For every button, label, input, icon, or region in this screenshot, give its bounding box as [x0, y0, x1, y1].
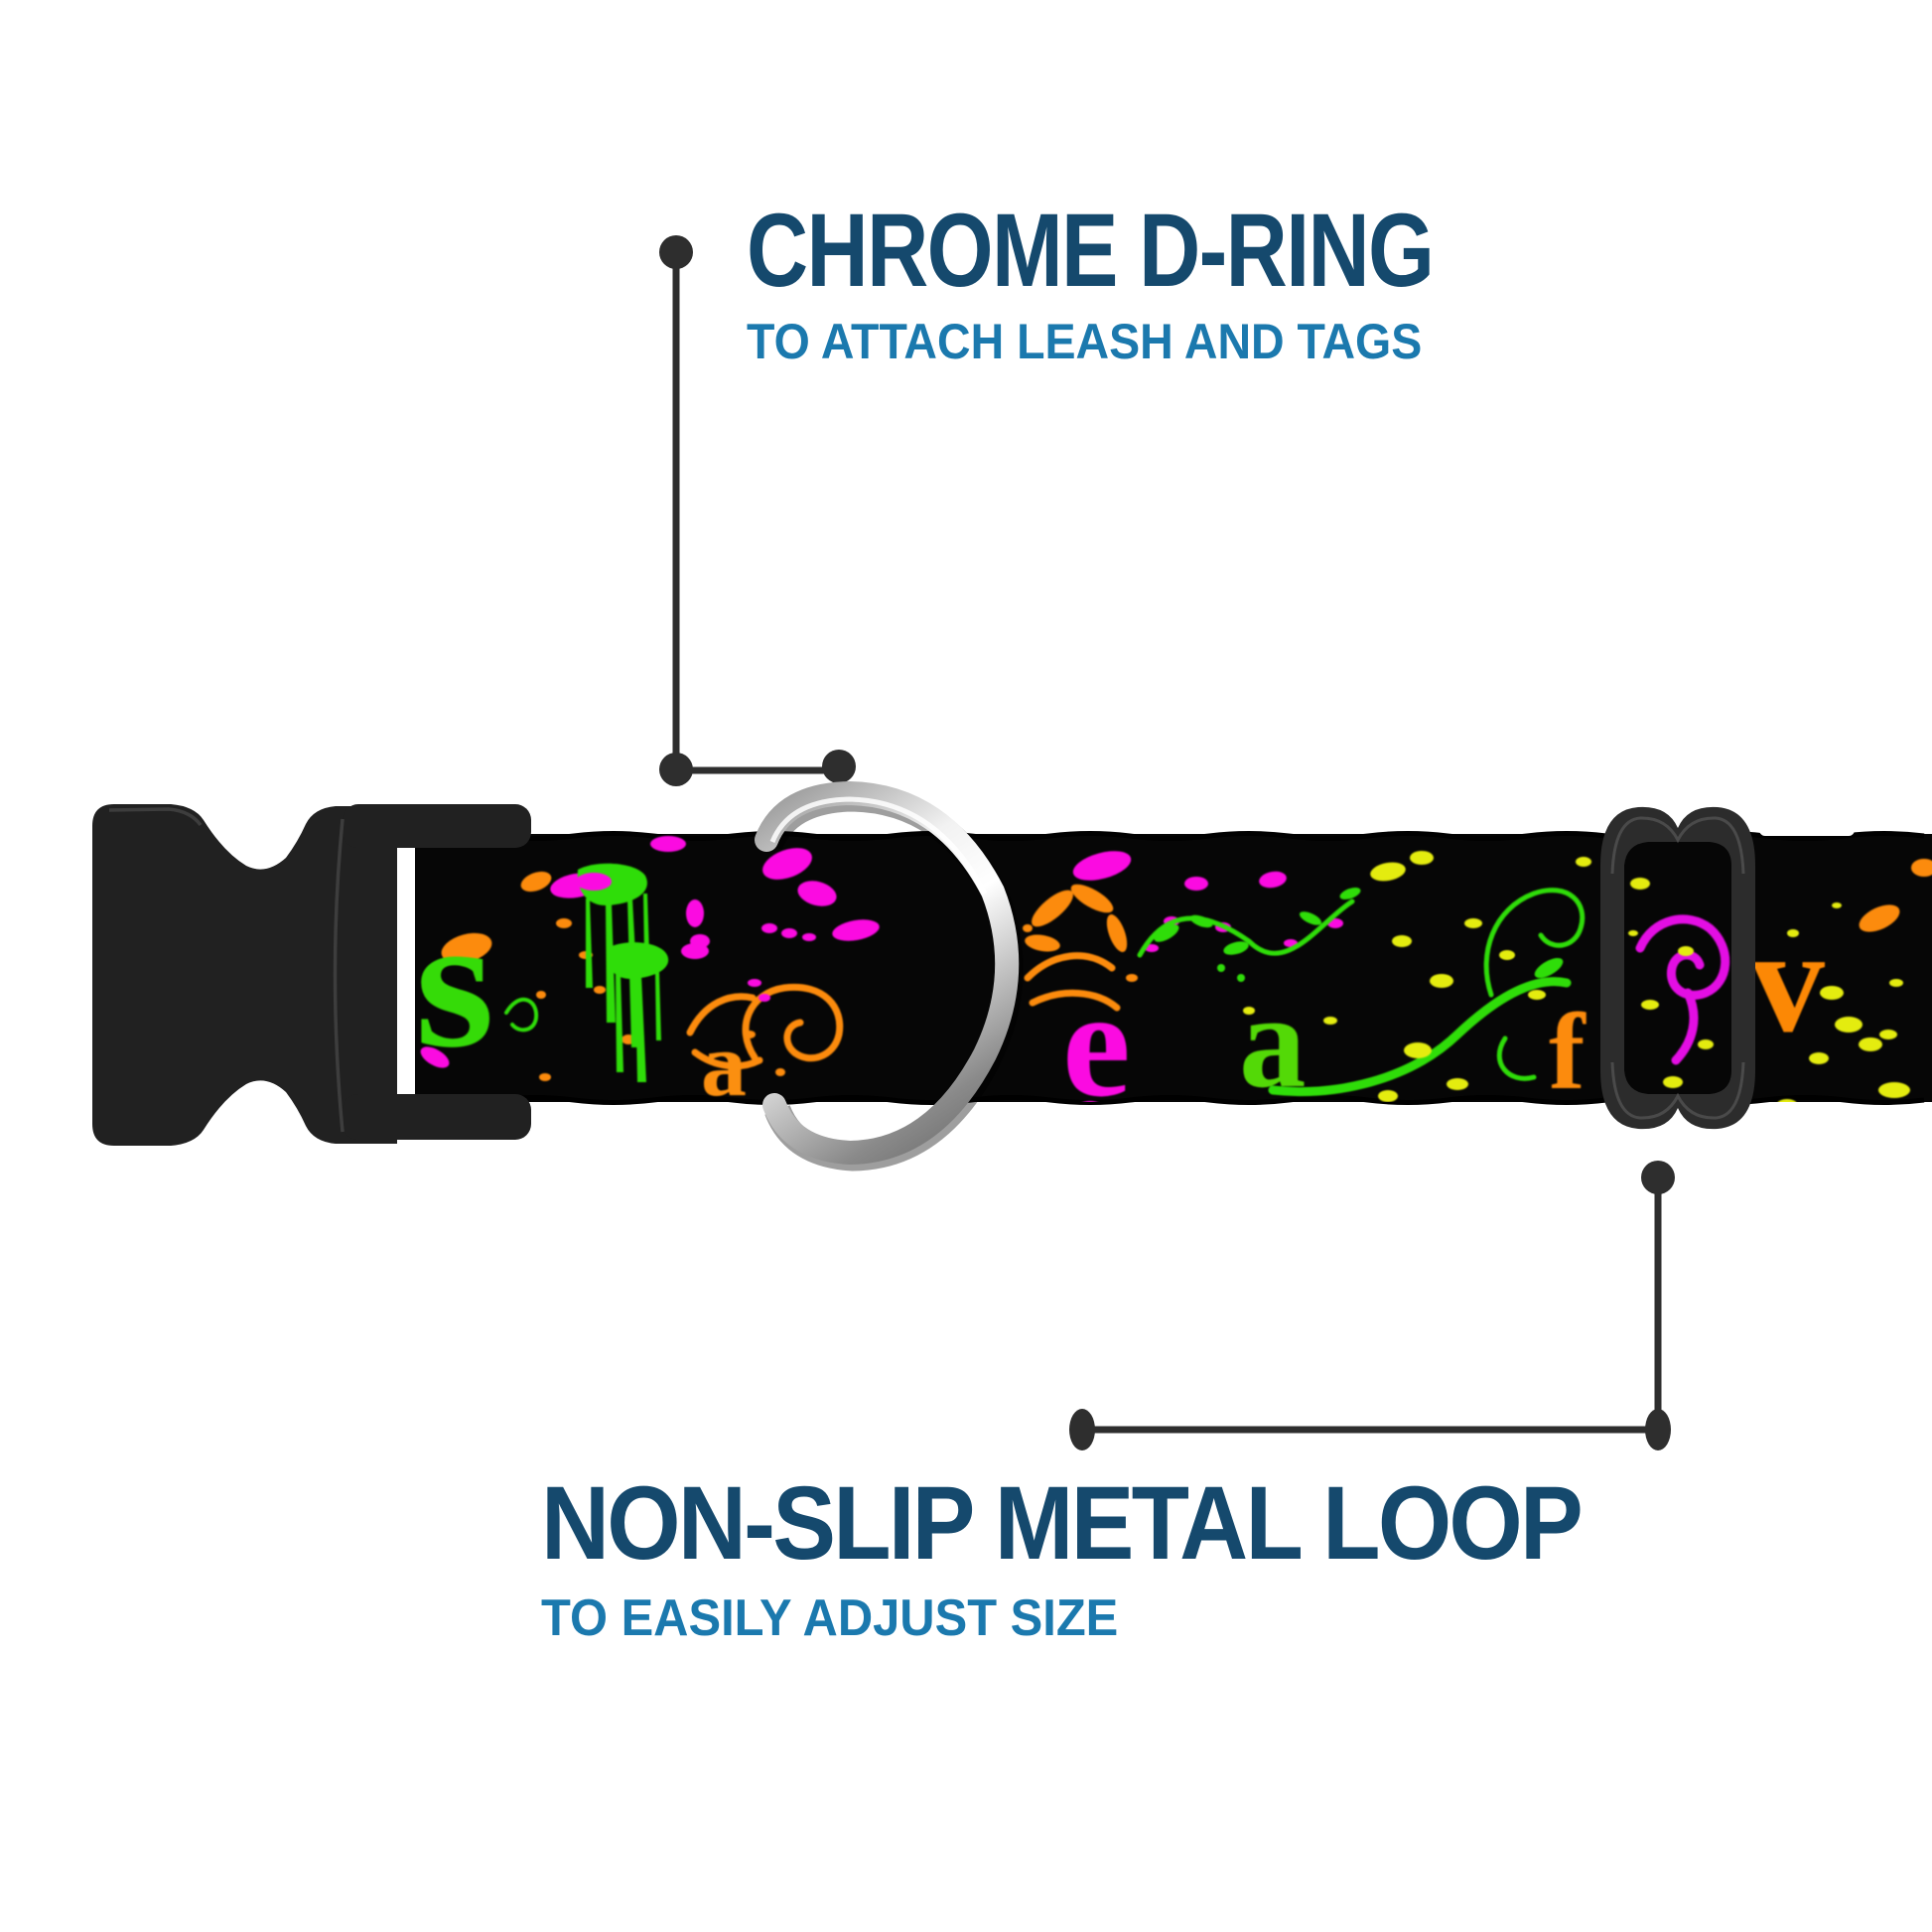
slider-bottom-ridge	[1610, 1061, 1745, 1120]
bottom-callout-subtitle: TO EASILY ADJUST SIZE	[541, 1589, 1119, 1647]
d-ring-specular-highlight	[769, 796, 988, 896]
pattern-letter-a-orange: a	[701, 1014, 747, 1115]
slider-frame	[1600, 806, 1755, 1130]
slider-top-ridge	[1610, 816, 1745, 875]
top-callout-anchor-dot	[659, 235, 693, 269]
top-callout-label: CHROME D-RING TO ATTACH LEASH AND TAGS	[747, 199, 1584, 366]
magenta-drip-highlight	[576, 873, 612, 891]
strap-glint	[1759, 823, 1855, 836]
bottom-callout-title: NON-SLIP METAL LOOP	[541, 1465, 1584, 1582]
pattern-letter-v: v	[1750, 898, 1825, 1063]
pattern-letter-e: e	[1062, 958, 1131, 1129]
pattern-letters: s a e a f v	[415, 879, 1825, 1129]
orange-leaf-motif	[1024, 884, 1128, 1012]
bottom-callout-label: NON-SLIP METAL LOOP TO EASILY ADJUST SIZ…	[541, 1471, 1684, 1644]
buckle-top-highlight	[108, 807, 203, 827]
buckle-top-bar	[343, 804, 531, 848]
top-callout-connector	[659, 235, 856, 786]
yellow-splatter-blobs	[1243, 851, 1910, 1102]
green-vine-motifs	[504, 887, 1586, 1097]
buckle	[92, 804, 531, 1146]
magenta-swirl-motif	[1635, 914, 1730, 1065]
pattern-letter-a-green: a	[1239, 968, 1307, 1116]
pattern-letter-f: f	[1549, 991, 1587, 1112]
bottom-callout-anchor-dot	[1069, 1409, 1095, 1450]
orange-rose-motif	[686, 983, 844, 1070]
top-callout-subtitle: TO ATTACH LEASH AND TAGS	[747, 314, 1423, 369]
top-callout-title: CHROME D-RING	[747, 193, 1435, 309]
chrome-d-ring	[755, 780, 1024, 1172]
collar-strap: s a e a f v	[414, 831, 1932, 1129]
buckle-body	[92, 804, 397, 1146]
d-ring-chrome-arc	[755, 780, 1020, 1166]
orange-splatter-blobs	[441, 859, 1932, 1081]
pattern-letter-s: s	[415, 879, 494, 1087]
top-callout-target-dot	[822, 750, 856, 783]
bottom-callout-connector	[1069, 1161, 1675, 1450]
adjustment-slider	[1600, 806, 1855, 1130]
buckle-shoulder-highlight	[333, 818, 345, 1133]
buckle-bottom-bar	[343, 1094, 531, 1140]
strap-neon-pattern: s a e a f v	[415, 836, 1932, 1129]
